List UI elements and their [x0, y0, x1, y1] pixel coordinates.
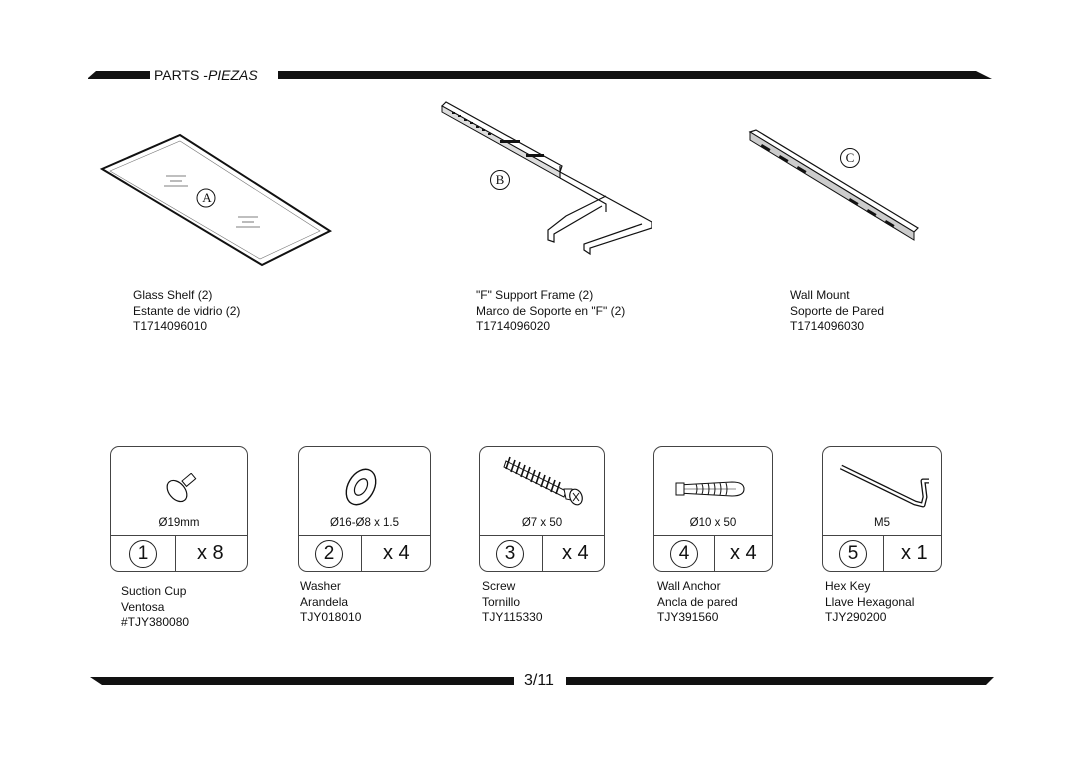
part-letter-b-circle [490, 170, 510, 190]
hardware-caption-hex-key: Hex Key Llave Hexagonal TJY290200 [825, 579, 914, 626]
footer-bar [90, 677, 994, 685]
hardware-quantity: x 4 [383, 542, 410, 564]
hardware-code: TJY115330 [482, 610, 543, 624]
part-letter-c: C [845, 150, 855, 165]
hardware-spec: Ø10 x 50 [689, 517, 737, 529]
part-letter-a: A [202, 190, 212, 205]
hardware-box-washer: Ø16-Ø8 x 1.5 2 x 4 [298, 446, 431, 572]
box-divider [714, 535, 715, 571]
hardware-name-es: Tornillo [482, 594, 521, 609]
part-name-es: Estante de vidrio (2) [133, 303, 241, 318]
hardware-spec: Ø16-Ø8 x 1.5 [329, 517, 400, 529]
hardware-number: 2 [315, 540, 343, 568]
hardware-name: Washer [300, 579, 341, 593]
part-caption-b: "F" Support Frame (2) Marco de Soporte e… [476, 288, 625, 335]
box-divider [823, 535, 941, 536]
hardware-spec: Ø19mm [158, 517, 200, 529]
hardware-name-es: Llave Hexagonal [825, 594, 915, 609]
hardware-name: Wall Anchor [657, 579, 721, 593]
hardware-quantity: x 4 [730, 542, 757, 564]
part-code: T1714096020 [476, 319, 551, 333]
part-name: Glass Shelf (2) [133, 288, 213, 302]
hardware-caption-screw: Screw Tornillo TJY115330 [482, 579, 543, 626]
hardware-box-wall-anchor: Ø10 x 50 4 x 4 [653, 446, 773, 572]
part-code: T1714096030 [790, 319, 865, 333]
hardware-name-es: Ventosa [121, 599, 165, 614]
suction-cup-drawing [166, 473, 197, 503]
hardware-quantity: x 4 [562, 542, 589, 564]
hardware-caption-suction-cup: Suction Cup Ventosa #TJY380080 [121, 584, 189, 631]
box-divider [299, 535, 430, 536]
hardware-box-screw: Ø7 x 50 3 x 4 [479, 446, 605, 572]
hardware-number: 5 [839, 540, 867, 568]
part-name: Wall Mount [790, 288, 850, 302]
part-caption-a: Glass Shelf (2) Estante de vidrio (2) T1… [133, 288, 240, 335]
page-number: 3/11 [519, 671, 559, 691]
section-title: PARTS -PIEZAS [151, 66, 261, 84]
box-divider [883, 535, 884, 571]
section-header-bar [88, 71, 992, 79]
hardware-number: 3 [496, 540, 524, 568]
hardware-spec: M5 [874, 517, 890, 529]
hardware-caption-washer: Washer Arandela TJY018010 [300, 579, 361, 626]
box-divider [542, 535, 543, 571]
box-divider [654, 535, 772, 536]
support-frame-drawing [441, 101, 652, 256]
hardware-caption-wall-anchor: Wall Anchor Ancla de pared TJY391560 [657, 579, 738, 626]
part-name: "F" Support Frame (2) [476, 288, 594, 302]
hardware-name-es: Ancla de pared [657, 594, 738, 609]
hardware-name: Suction Cup [121, 584, 187, 598]
part-code: T1714096010 [133, 319, 208, 333]
hardware-box-hex-key: M5 5 x 1 [822, 446, 942, 572]
part-letter-b: B [495, 172, 505, 187]
box-divider [361, 535, 362, 571]
hardware-quantity: x 1 [901, 542, 928, 564]
hardware-spec: Ø7 x 50 [521, 517, 563, 529]
washer-drawing [345, 468, 377, 506]
part-name-es: Soporte de Pared [790, 303, 885, 318]
hardware-name: Hex Key [825, 579, 871, 593]
hardware-code: TJY018010 [300, 610, 362, 624]
hardware-code: TJY391560 [657, 610, 719, 624]
box-divider [175, 535, 176, 571]
hardware-name: Screw [482, 579, 516, 593]
hardware-number: 4 [670, 540, 698, 568]
hardware-name-es: Arandela [300, 594, 349, 609]
hardware-box-suction-cup: Ø19mm 1 x 8 [110, 446, 248, 572]
box-divider [111, 535, 247, 536]
screw-drawing [503, 456, 583, 506]
part-letter-c-circle [840, 148, 860, 168]
part-caption-c: Wall Mount Soporte de Pared T1714096030 [790, 288, 884, 335]
part-name-es: Marco de Soporte en "F" (2) [476, 303, 626, 318]
hardware-quantity: x 8 [197, 542, 224, 564]
hardware-code: #TJY380080 [121, 615, 190, 629]
hardware-number: 1 [129, 540, 157, 568]
hex-key-drawing [839, 464, 929, 508]
glass-shelf-drawing [99, 133, 333, 267]
wall-mount-drawing [748, 129, 919, 241]
wall-anchor-drawing [675, 481, 745, 497]
hardware-code: TJY290200 [825, 610, 887, 624]
